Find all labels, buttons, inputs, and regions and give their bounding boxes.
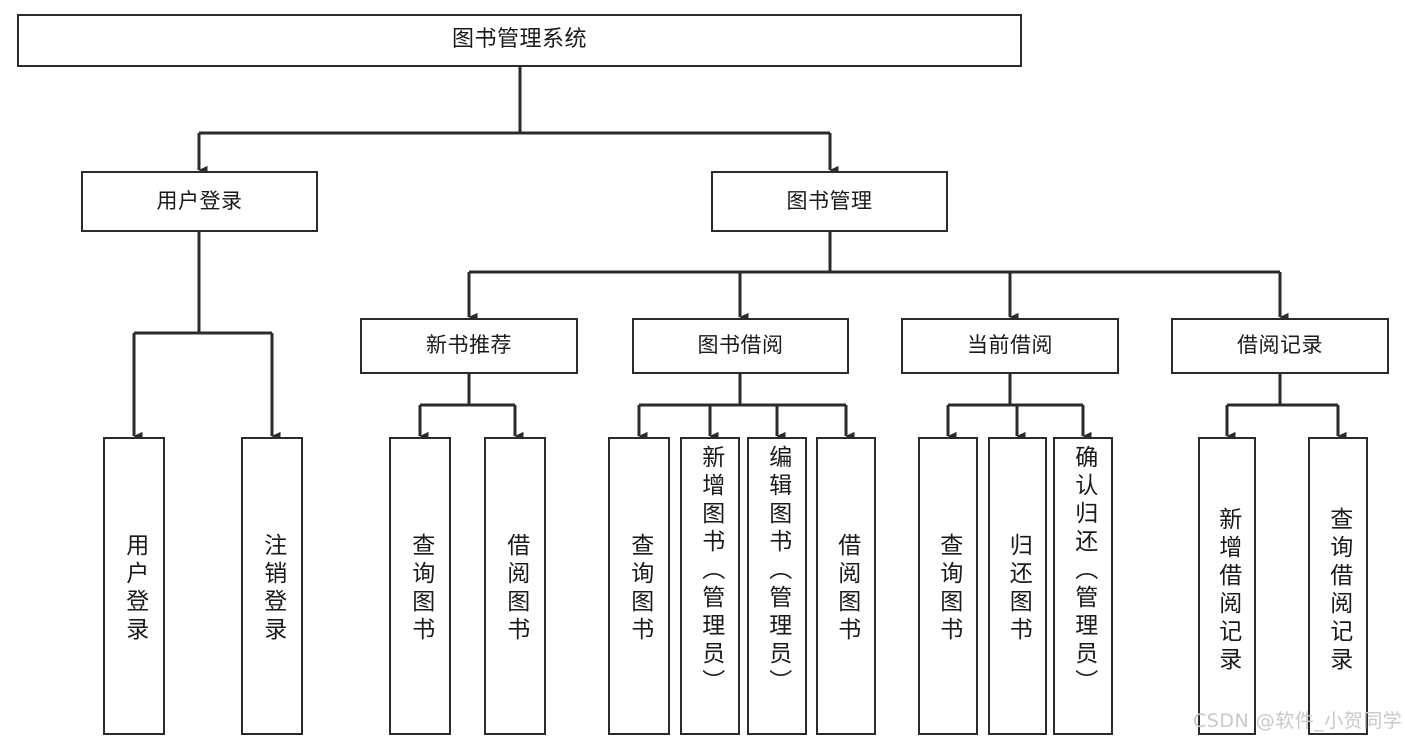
node-leaf-add-book-admin[interactable]: 新增图书（管理员）	[680, 437, 740, 735]
node-leaf-query-borrow-record[interactable]: 查询借阅记录	[1308, 437, 1368, 735]
node-leaf-borrow-book-1[interactable]: 借阅图书	[484, 437, 546, 735]
node-book-borrow-label: 图书借阅	[697, 333, 784, 358]
node-root-label: 图书管理系统	[451, 27, 587, 53]
node-leaf-add-book-admin-label: 新增图书（管理员）	[697, 445, 724, 697]
node-user-login-label: 用户登录	[156, 188, 243, 213]
node-leaf-query-borrow-record-label: 查询借阅记录	[1325, 507, 1352, 675]
node-leaf-query-book-3[interactable]: 查询图书	[918, 437, 978, 735]
node-leaf-logout-login-label: 注销登录	[259, 533, 286, 645]
node-book-management[interactable]: 图书管理	[711, 171, 948, 232]
node-leaf-user-login-label: 用户登录	[121, 533, 148, 645]
watermark: CSDN @软件_小贺同学	[1193, 710, 1403, 732]
node-leaf-confirm-return-admin-label: 确认归还（管理员）	[1070, 445, 1097, 697]
node-new-book-recommend[interactable]: 新书推荐	[360, 318, 578, 374]
node-leaf-query-book-3-label: 查询图书	[935, 533, 962, 645]
node-leaf-add-borrow-record-label: 新增借阅记录	[1214, 507, 1241, 675]
node-book-borrow[interactable]: 图书借阅	[632, 318, 849, 374]
node-new-book-recommend-label: 新书推荐	[426, 333, 512, 358]
node-leaf-query-book-2-label: 查询图书	[626, 533, 653, 645]
node-leaf-borrow-book-2-label: 借阅图书	[833, 533, 860, 645]
node-leaf-edit-book-admin-label: 编辑图书（管理员）	[764, 445, 791, 697]
node-leaf-query-book-1-label: 查询图书	[407, 533, 434, 645]
node-leaf-add-borrow-record[interactable]: 新增借阅记录	[1198, 437, 1256, 735]
node-leaf-user-login[interactable]: 用户登录	[103, 437, 165, 735]
node-book-management-label: 图书管理	[786, 188, 873, 213]
node-root[interactable]: 图书管理系统	[17, 14, 1022, 67]
node-leaf-logout-login[interactable]: 注销登录	[241, 437, 303, 735]
node-user-login[interactable]: 用户登录	[81, 171, 318, 232]
node-leaf-query-book-1[interactable]: 查询图书	[389, 437, 451, 735]
node-current-borrow[interactable]: 当前借阅	[901, 318, 1119, 374]
node-leaf-borrow-book-1-label: 借阅图书	[502, 533, 529, 645]
node-leaf-return-book[interactable]: 归还图书	[988, 437, 1047, 735]
node-leaf-edit-book-admin[interactable]: 编辑图书（管理员）	[747, 437, 807, 735]
node-borrow-record[interactable]: 借阅记录	[1171, 318, 1389, 374]
node-leaf-query-book-2[interactable]: 查询图书	[608, 437, 670, 735]
node-leaf-borrow-book-2[interactable]: 借阅图书	[816, 437, 876, 735]
node-current-borrow-label: 当前借阅	[967, 333, 1053, 358]
node-leaf-return-book-label: 归还图书	[1005, 533, 1032, 645]
node-leaf-confirm-return-admin[interactable]: 确认归还（管理员）	[1053, 437, 1113, 735]
node-borrow-record-label: 借阅记录	[1237, 333, 1323, 358]
